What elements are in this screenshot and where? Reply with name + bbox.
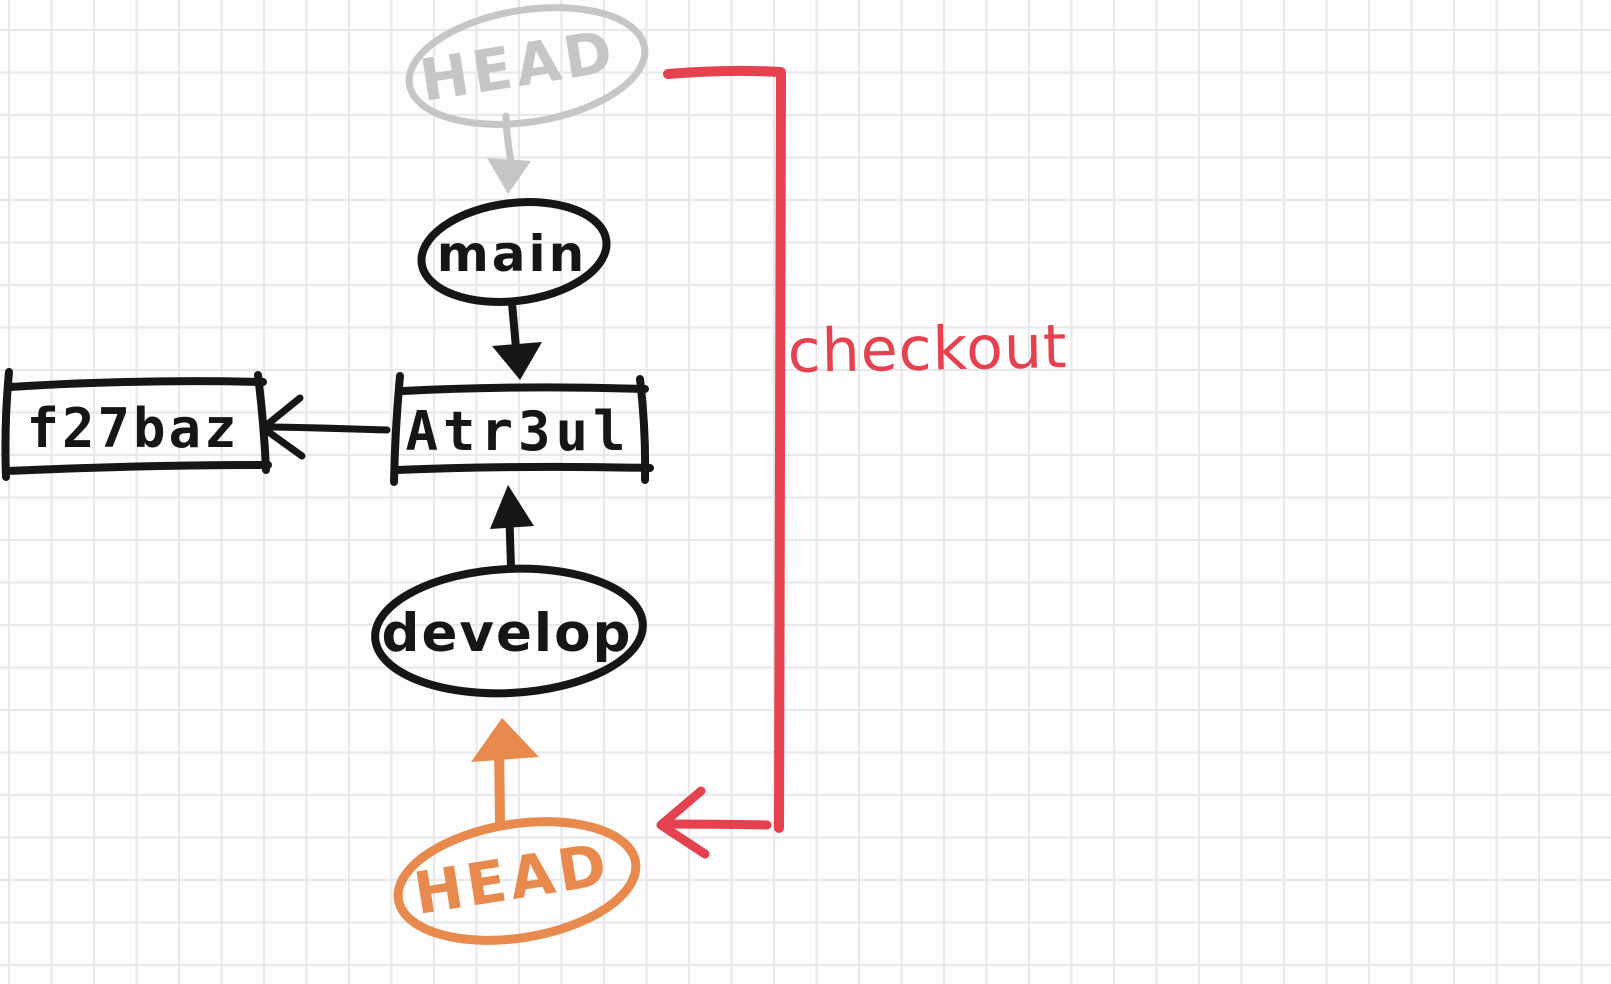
head-current-arrow bbox=[471, 718, 539, 827]
commit-parent-box-right bbox=[254, 371, 270, 474]
branch-main-node: main bbox=[417, 198, 611, 306]
commit-current-box-bottom bbox=[392, 462, 654, 474]
branch-develop-label: develop bbox=[382, 603, 633, 664]
branch-develop-arrowhead bbox=[490, 485, 534, 529]
branch-develop-ellipse bbox=[371, 564, 647, 698]
head-current-node: HEAD bbox=[393, 817, 641, 945]
branch-main-label: main bbox=[437, 225, 588, 283]
commit-current-node: Atr3ul bbox=[390, 372, 654, 486]
branch-develop-node: develop bbox=[371, 564, 647, 698]
checkout-bracket-line bbox=[663, 65, 786, 833]
head-previous-arrow-stem bbox=[502, 112, 515, 167]
branch-main-arrowhead bbox=[492, 342, 542, 380]
checkout-label: checkout bbox=[787, 312, 1068, 387]
commit-parent-node: f27baz bbox=[1, 368, 272, 481]
branch-develop-arrow bbox=[490, 485, 534, 571]
commit-parent-box-bottom bbox=[3, 461, 272, 475]
head-previous-node: HEAD bbox=[405, 4, 649, 128]
head-previous-arrowhead bbox=[487, 158, 531, 194]
head-current-arrowhead bbox=[471, 718, 539, 762]
commit-parent-label: f27baz bbox=[26, 397, 239, 460]
checkout-arrow-stem bbox=[660, 819, 772, 830]
commit-parent-box-top bbox=[6, 377, 267, 391]
commit-current-box-left bbox=[390, 372, 404, 486]
commit-parent-arrow bbox=[259, 394, 391, 460]
commit-current-label: Atr3ul bbox=[405, 400, 630, 463]
branch-main-ellipse bbox=[417, 198, 611, 306]
head-previous-arrow bbox=[487, 112, 531, 194]
branch-main-arrow bbox=[492, 299, 542, 380]
checkout-annotation: checkout bbox=[656, 65, 1068, 859]
commit-parent-box-left bbox=[1, 368, 13, 481]
head-previous-ellipse bbox=[405, 4, 649, 128]
checkout-arrowhead bbox=[656, 786, 710, 859]
head-current-ellipse bbox=[393, 817, 641, 945]
branch-main-arrow-stem bbox=[508, 299, 520, 352]
commit-parent-arrowhead bbox=[259, 394, 306, 460]
commit-parent-arrow-stem bbox=[268, 423, 391, 434]
commit-current-box-top bbox=[399, 383, 649, 395]
